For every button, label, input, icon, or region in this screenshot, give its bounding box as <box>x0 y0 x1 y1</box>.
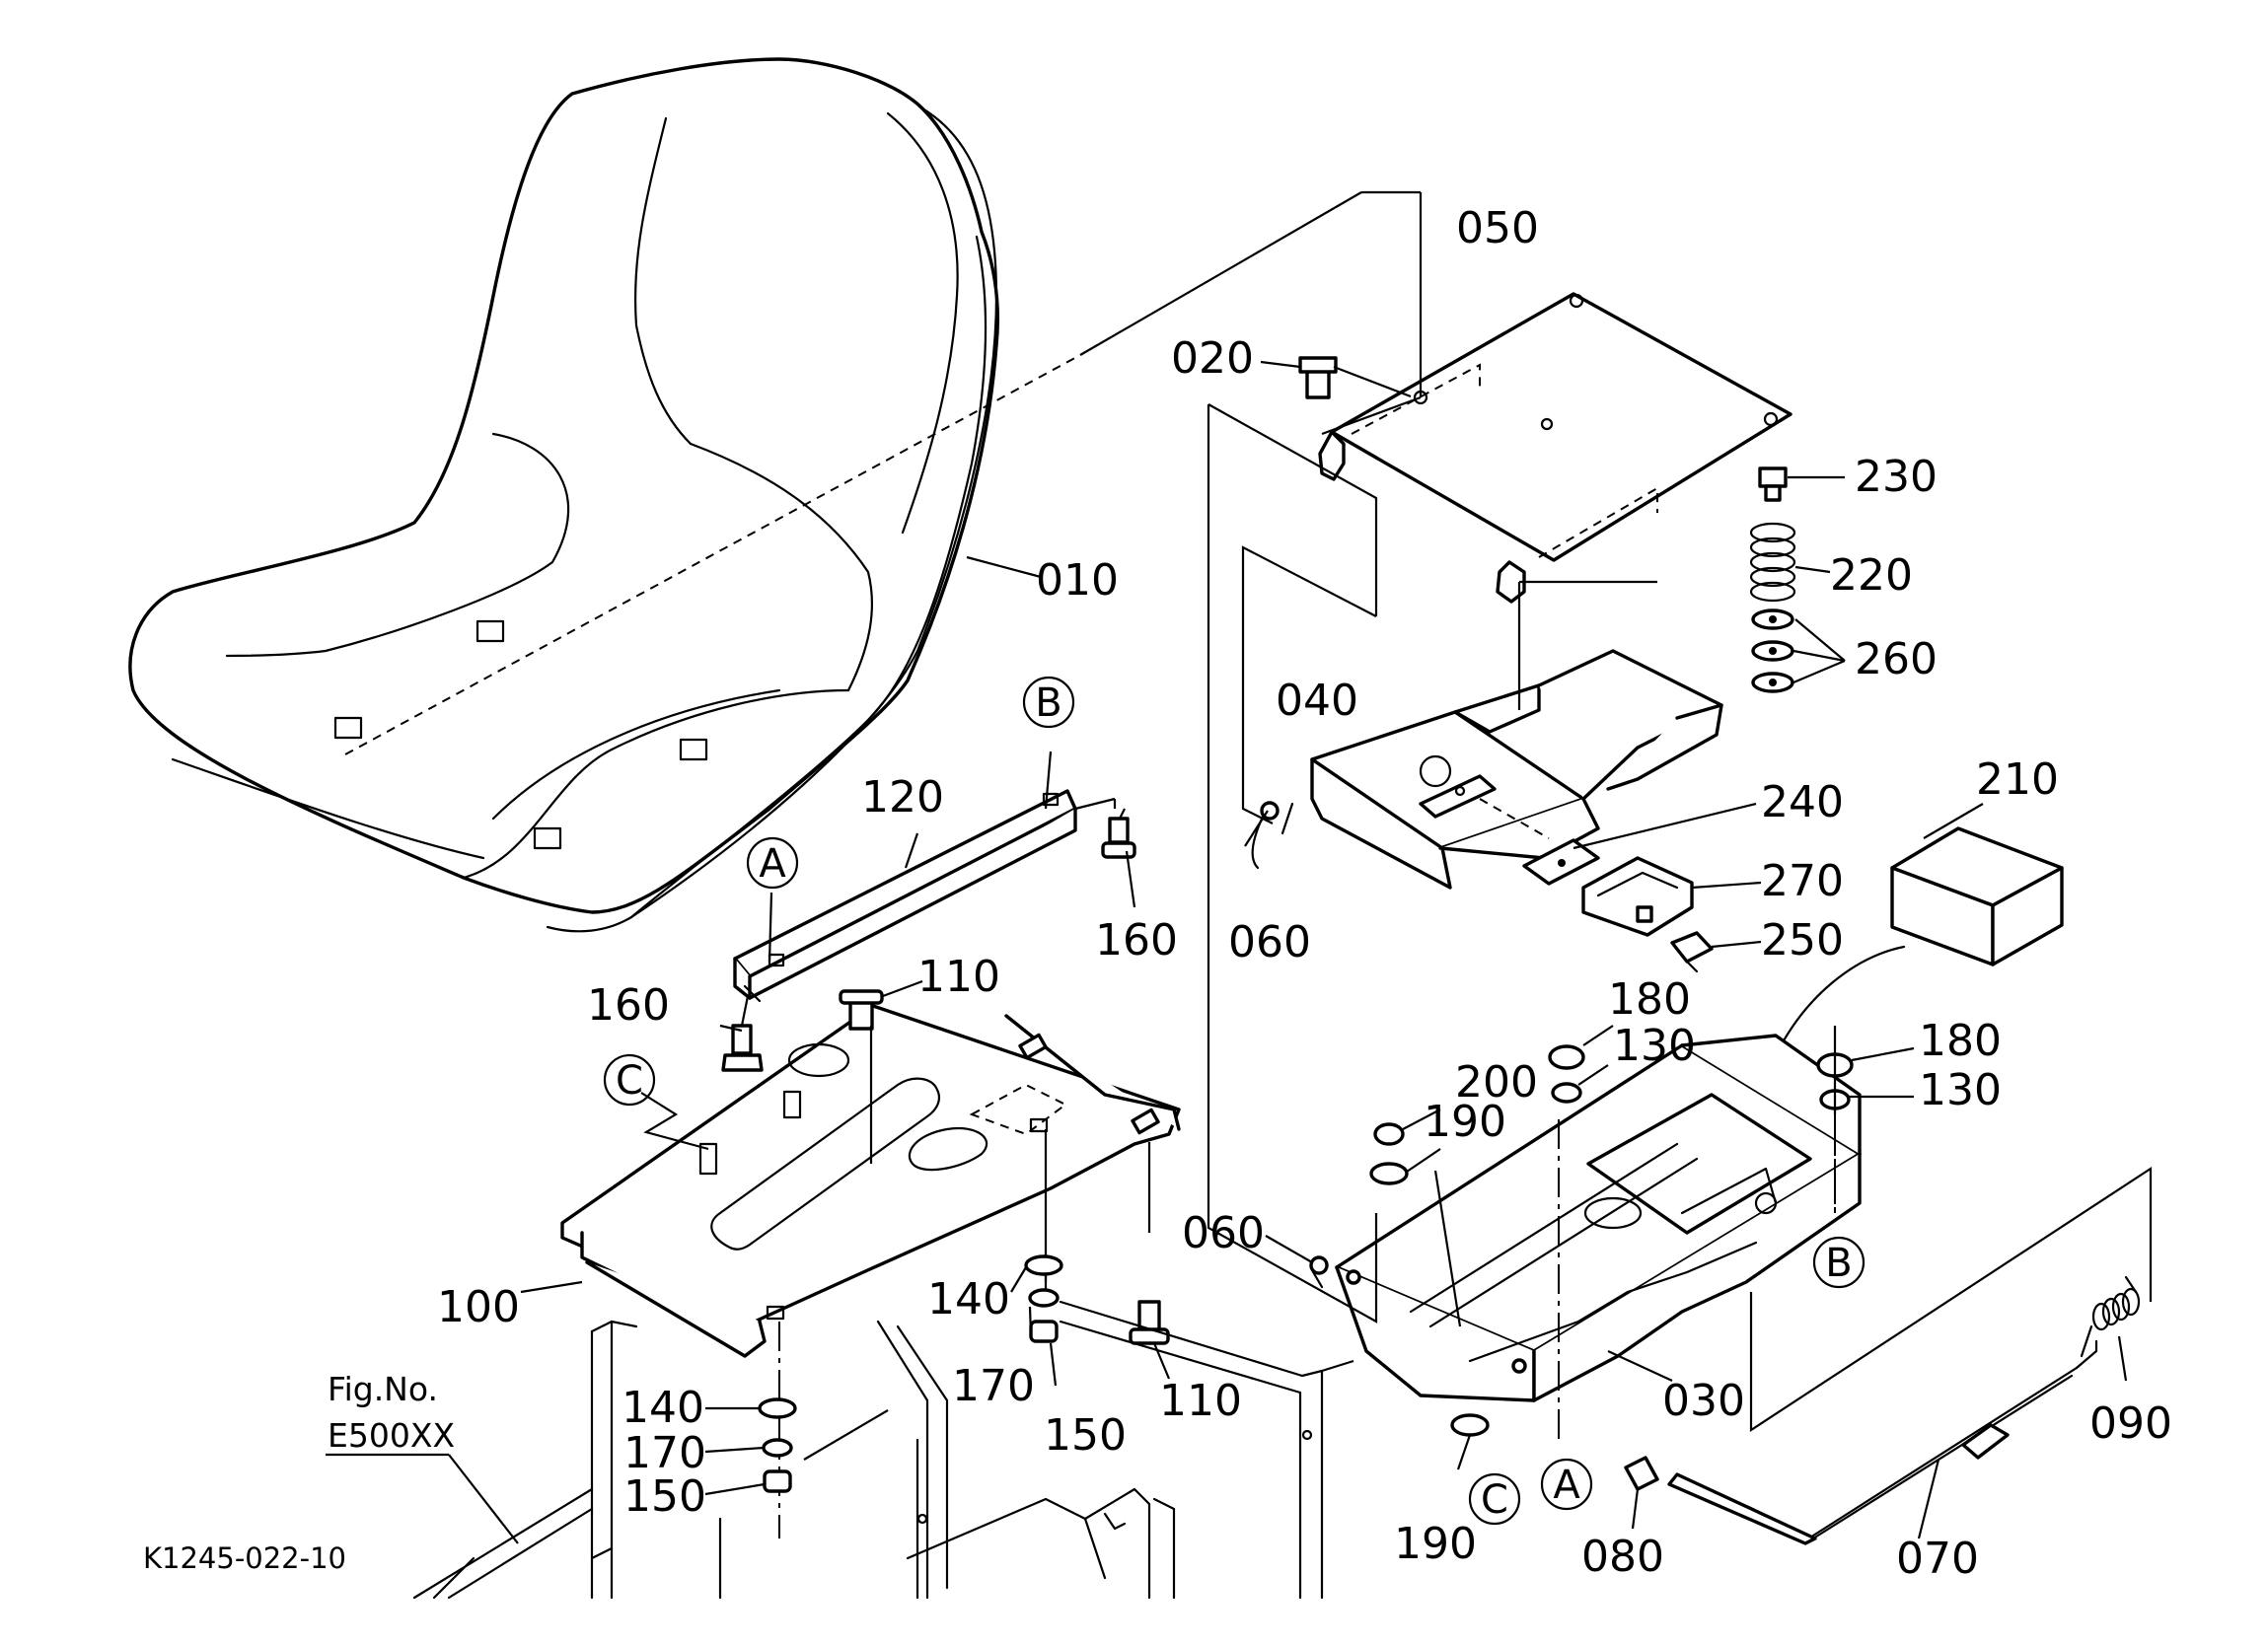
callout-060-lower: 060 <box>1182 1208 1265 1258</box>
callout-230: 230 <box>1855 452 1938 502</box>
plate-fasteners <box>640 808 1151 1539</box>
callout-170-center: 170 <box>952 1361 1035 1411</box>
callout-200: 200 <box>1455 1057 1538 1108</box>
assembly-lines-right <box>1207 403 2153 1433</box>
callout-020: 020 <box>1171 333 1254 384</box>
svg-text:C: C <box>616 1058 643 1104</box>
callout-170-left: 170 <box>623 1428 706 1478</box>
base-hardware <box>1369 1025 1915 1470</box>
callout-150-left: 150 <box>623 1471 706 1522</box>
svg-text:B: B <box>1035 680 1061 726</box>
callout-160-left: 160 <box>587 980 670 1031</box>
callout-040: 040 <box>1276 676 1358 726</box>
svg-text:B: B <box>1825 1241 1852 1286</box>
callout-270: 270 <box>1761 856 1844 906</box>
ref-marker-a: A <box>1540 1458 1593 1511</box>
callout-220: 220 <box>1830 550 1913 601</box>
callout-130-right: 130 <box>1919 1065 2002 1115</box>
callouts: 010 020 030 040 050 060 060 070 080 090 … <box>437 203 2172 1584</box>
callout-140-left: 140 <box>622 1383 704 1433</box>
svg-text:A: A <box>1553 1463 1580 1508</box>
callout-140-center: 140 <box>927 1274 1010 1324</box>
frame-stand <box>412 1300 1354 1600</box>
rail-bracket <box>1244 582 1723 890</box>
adjust-lever <box>1624 1275 2141 1545</box>
callout-080: 080 <box>1581 1532 1664 1582</box>
upper-plate <box>1318 192 1792 604</box>
callout-250: 250 <box>1761 915 1844 966</box>
callout-110-lower: 110 <box>1159 1376 1242 1426</box>
washer-stacks <box>704 1254 1171 1496</box>
callout-110-upper: 110 <box>917 952 1000 1002</box>
callout-030: 030 <box>1662 1376 1745 1426</box>
callout-160-right: 160 <box>1095 915 1178 966</box>
ref-marker-b: B <box>1022 676 1075 729</box>
svg-text:A: A <box>759 841 786 887</box>
callout-150-center: 150 <box>1044 1410 1127 1461</box>
rail-bar <box>733 751 1117 1292</box>
callout-010: 010 <box>1036 555 1119 606</box>
callout-240: 240 <box>1761 777 1844 827</box>
ref-marker-b: B <box>1812 1236 1866 1289</box>
svg-text:C: C <box>1481 1477 1508 1523</box>
fig-reference: Fig.No. E500XX <box>326 1370 519 1544</box>
seat-cushion <box>128 57 1421 933</box>
seat-base <box>1335 1034 1862 1440</box>
callout-180-right: 180 <box>1919 1016 2002 1066</box>
fig-number: E500XX <box>328 1416 455 1455</box>
callout-070: 070 <box>1896 1534 1979 1584</box>
ref-marker-c: C <box>1468 1472 1521 1526</box>
callout-120: 120 <box>861 772 944 823</box>
spring-stack <box>1519 466 1846 693</box>
fig-label: Fig.No. <box>328 1370 438 1408</box>
pin-060-lower <box>1265 1235 1329 1289</box>
bolt-020 <box>1260 356 1412 399</box>
storage-box <box>1766 803 2064 1070</box>
callout-090: 090 <box>2089 1398 2172 1449</box>
ref-marker-c: C <box>603 1053 656 1107</box>
callout-180-center: 180 <box>1608 974 1691 1025</box>
callout-060-upper: 060 <box>1228 917 1311 967</box>
callout-130-center: 130 <box>1613 1021 1696 1071</box>
callout-190-lower: 190 <box>1394 1519 1477 1569</box>
callout-050: 050 <box>1456 203 1539 253</box>
reference-markers: A A B B C C <box>603 676 1866 1526</box>
slide-clamp <box>1522 802 1762 973</box>
callout-190-upper: 190 <box>1424 1097 1506 1147</box>
callout-100: 100 <box>437 1282 520 1332</box>
figure-code: K1245-022-10 <box>143 1541 346 1575</box>
ref-marker-a: A <box>746 836 799 890</box>
callout-260: 260 <box>1855 634 1938 684</box>
callout-210: 210 <box>1976 754 2059 805</box>
